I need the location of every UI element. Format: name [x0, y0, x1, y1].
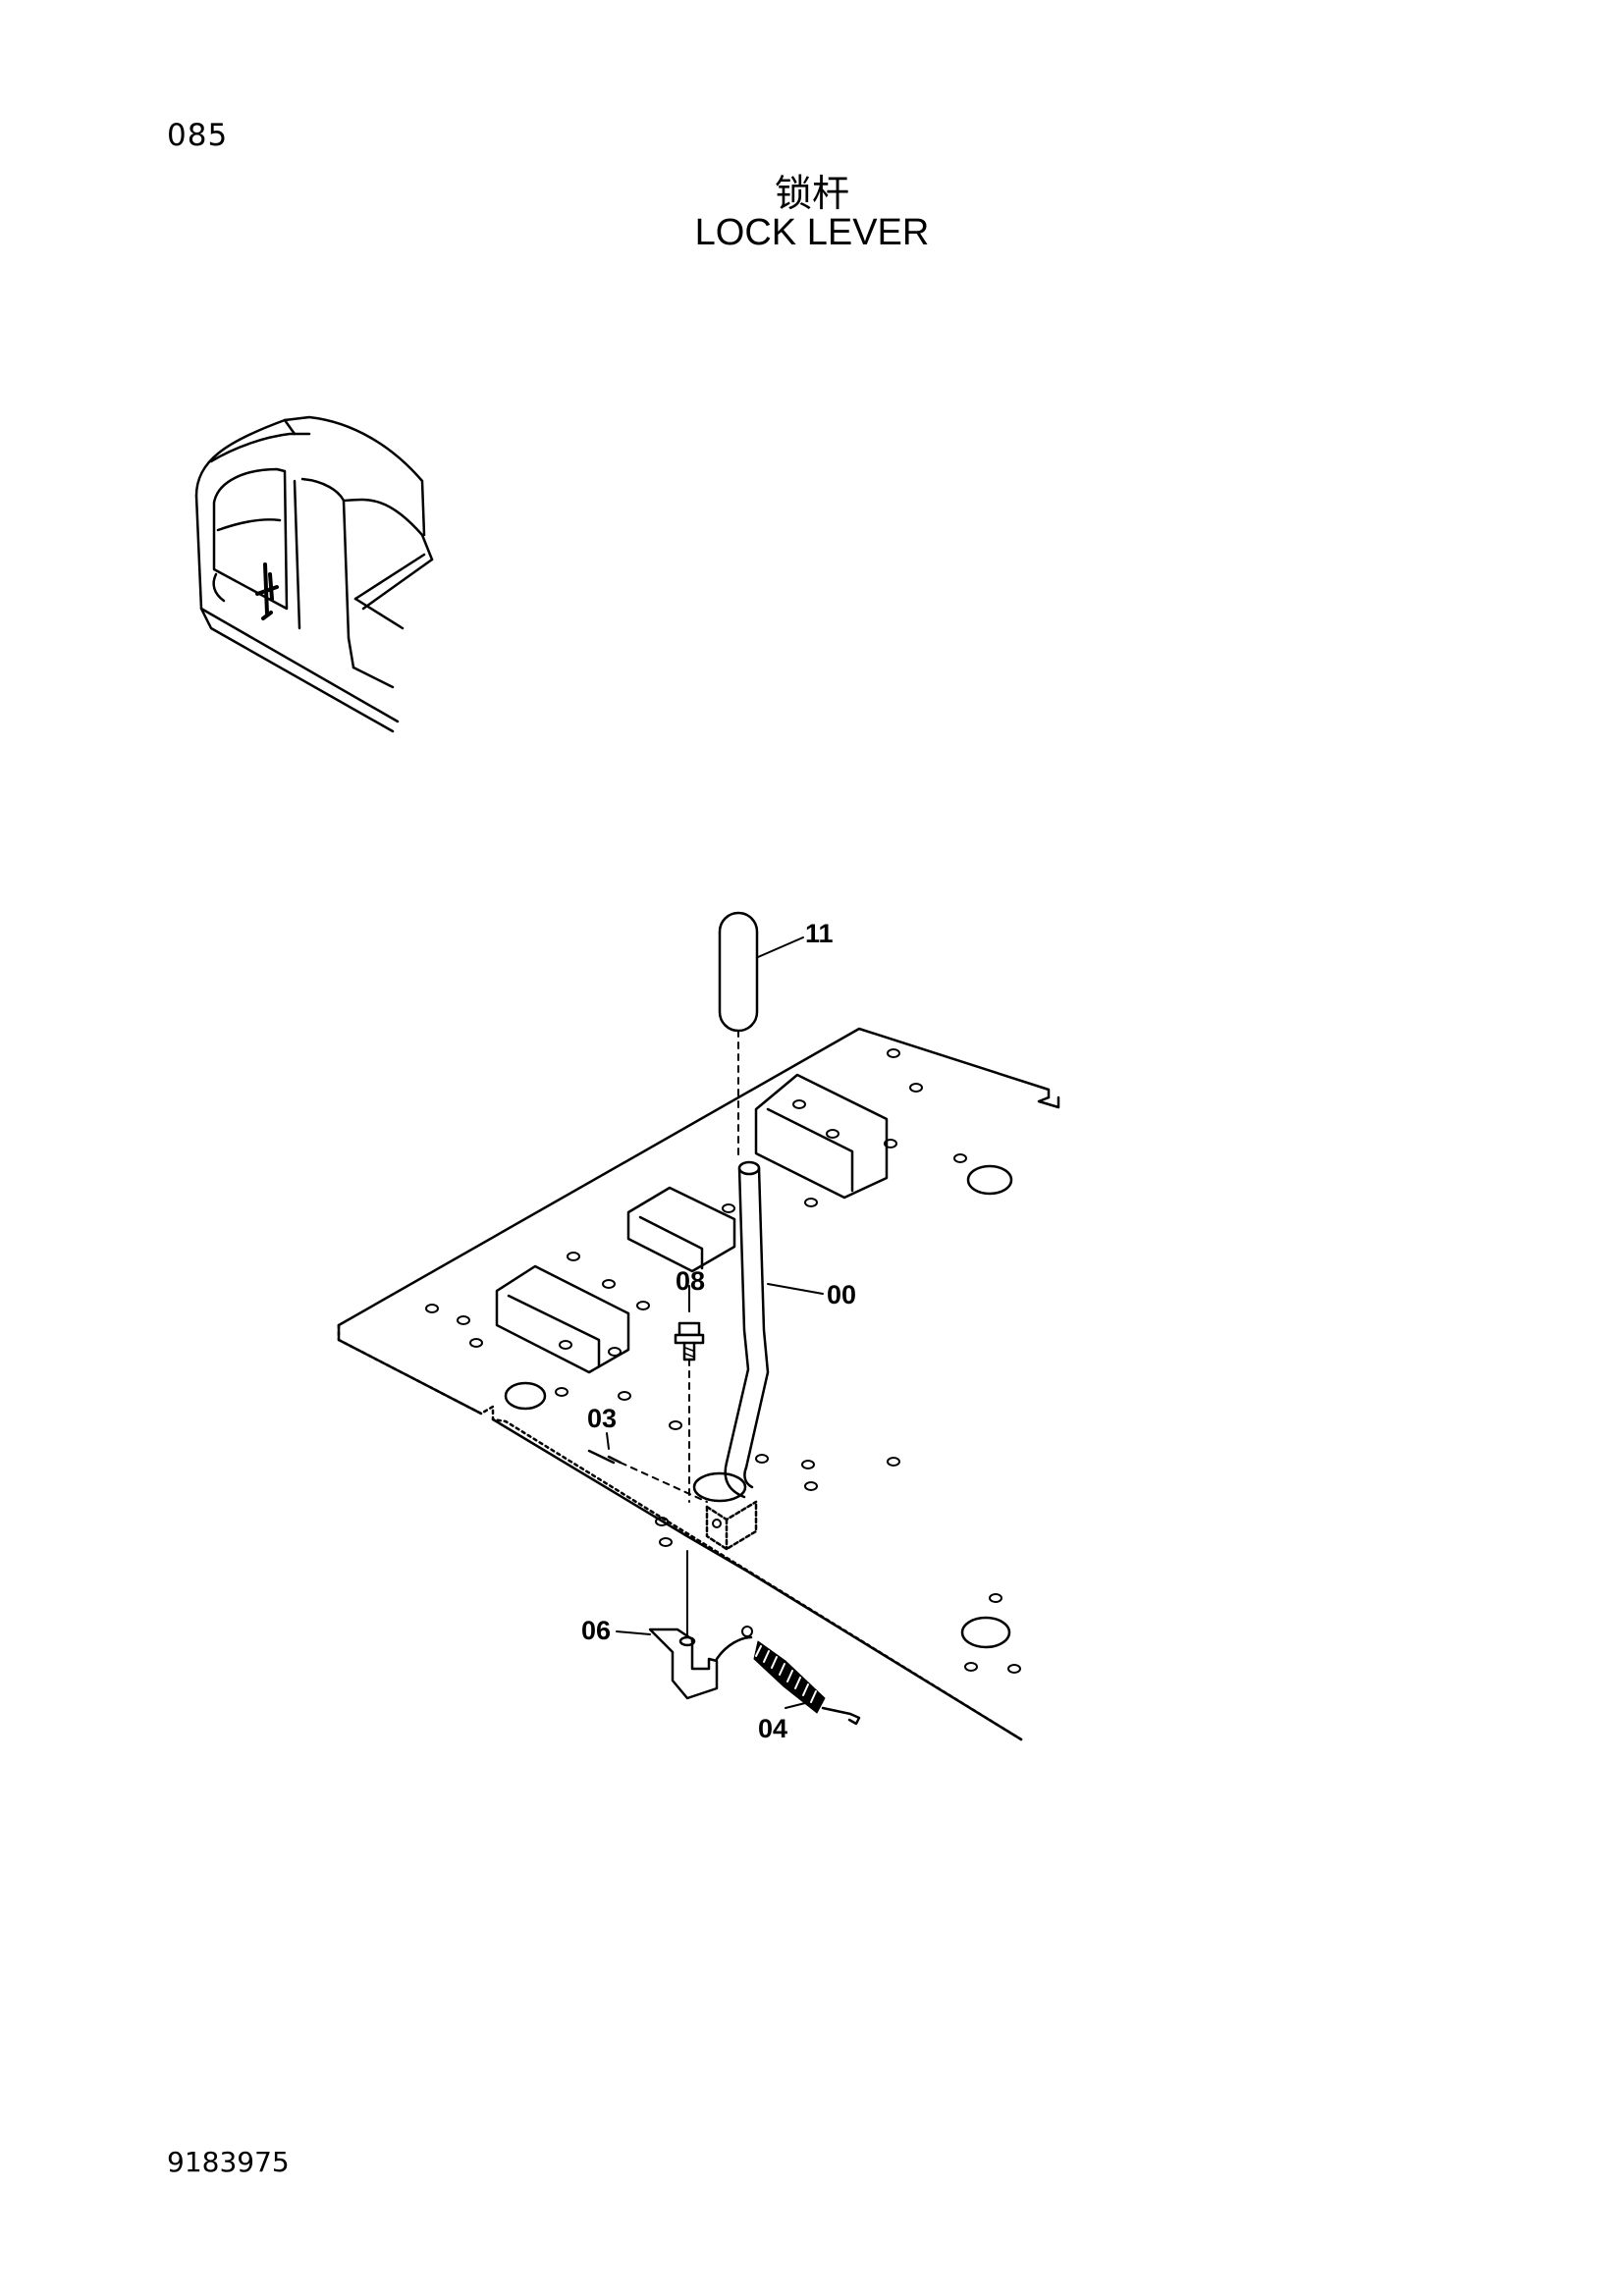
bolt [674, 1285, 705, 1503]
cab-inset [194, 415, 434, 733]
spring [715, 1626, 861, 1726]
floor-plate [337, 1027, 1060, 1741]
callout-00: 00 [827, 1280, 856, 1309]
pin [587, 1432, 708, 1503]
callout-04: 04 [758, 1714, 787, 1743]
document-code: 9183975 [167, 2146, 290, 2178]
page-number: 085 [167, 118, 229, 153]
callout-11: 11 [805, 919, 834, 948]
callout-03: 03 [587, 1404, 617, 1433]
lever-grip [718, 911, 804, 1159]
title-english: LOCK LEVER [694, 212, 930, 253]
bracket [616, 1550, 719, 1700]
lock-lever-rod [692, 1160, 824, 1551]
callout-06: 06 [581, 1616, 611, 1645]
title-chinese: 锁杆 [774, 172, 849, 215]
callout-08: 08 [676, 1266, 705, 1296]
